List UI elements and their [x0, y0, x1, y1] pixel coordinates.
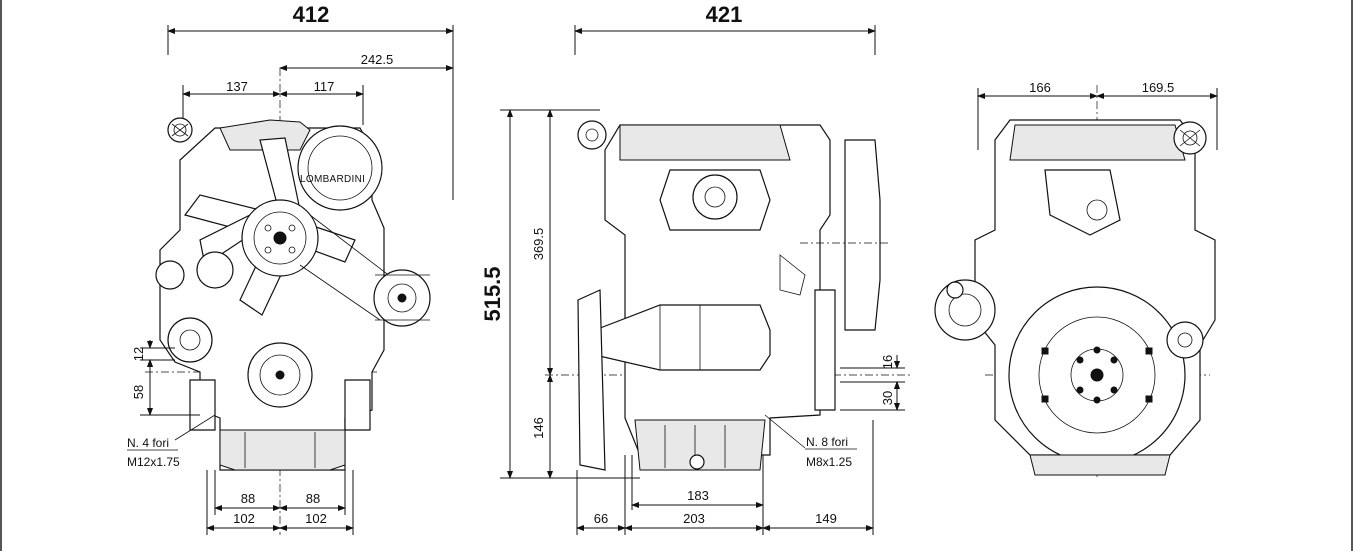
side-inner-183: 183	[687, 488, 709, 503]
front-holes-note: N. 4 fori	[127, 436, 169, 450]
front-foot-left: 88	[241, 491, 255, 506]
front-base-left: 102	[233, 511, 255, 526]
side-lower-height: 146	[531, 417, 546, 439]
side-holes-note: N. 8 fori	[806, 435, 848, 449]
front-right-fan: 117	[314, 79, 335, 94]
right-border	[1351, 0, 1353, 551]
front-holes-thread: M12x1.75	[127, 455, 180, 469]
engine-brand-label: LOMBARDINI	[300, 174, 365, 185]
side-bottom-203: 203	[683, 511, 705, 526]
side-view: 421 515.5 369.5 146	[480, 2, 910, 535]
side-bottom-66: 66	[594, 511, 608, 526]
fan	[183, 137, 356, 316]
front-foot-right: 88	[306, 491, 320, 506]
side-upper-height: 369.5	[531, 228, 546, 261]
front-height-58: 58	[131, 385, 146, 399]
front-base-right: 102	[305, 511, 327, 526]
side-right-30: 30	[880, 391, 895, 405]
front-right-offset: 242.5	[361, 52, 394, 67]
rear-right-width: 169.5	[1142, 80, 1175, 95]
side-bottom-149: 149	[815, 511, 837, 526]
front-left-fan: 137	[226, 79, 248, 94]
side-right-16: 16	[880, 355, 895, 369]
front-height-12: 12	[131, 347, 146, 361]
side-total-height: 515.5	[480, 266, 505, 321]
rear-view: 166 169.5	[934, 80, 1218, 480]
side-overall-width: 421	[706, 2, 743, 27]
rear-left-width: 166	[1029, 80, 1051, 95]
front-view: 412 242.5 137 117	[127, 2, 454, 535]
left-border	[0, 0, 2, 551]
side-holes-thread: M8x1.25	[806, 455, 852, 469]
front-overall-width: 412	[293, 2, 330, 27]
